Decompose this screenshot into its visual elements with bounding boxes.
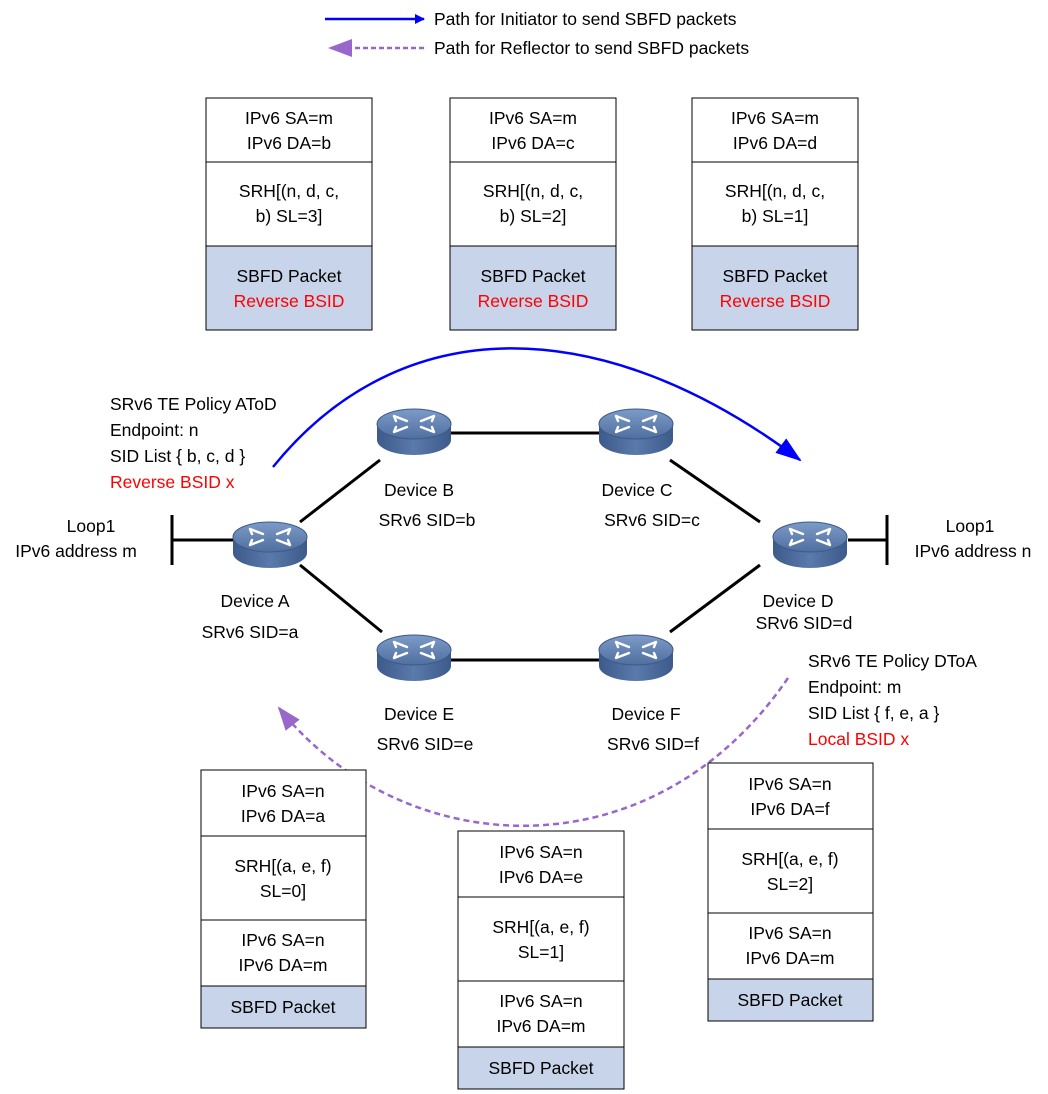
policy-bsid: Local BSID x bbox=[808, 729, 909, 749]
sbfd-packet-label: SBFD Packet bbox=[480, 266, 585, 286]
sbfd-packet-label: SBFD Packet bbox=[236, 266, 341, 286]
packet-destination-address: IPv6 DA=a bbox=[241, 806, 325, 826]
sbfd-packet-label: SBFD Packet bbox=[737, 990, 842, 1010]
device-e-sid: SRv6 SID=e bbox=[377, 734, 474, 754]
router-icon bbox=[375, 407, 453, 457]
device-f-sid: SRv6 SID=f bbox=[607, 734, 699, 754]
policy-atod: SRv6 TE Policy AToD Endpoint: n SID List… bbox=[110, 394, 277, 492]
packet-destination-address: IPv6 DA=e bbox=[499, 867, 583, 887]
router-icon bbox=[771, 520, 849, 570]
policy-endpoint: Endpoint: n bbox=[110, 420, 199, 440]
inner-source-address: IPv6 SA=n bbox=[748, 923, 831, 943]
bottom-packet-2: IPv6 SA=n IPv6 DA=e SRH[(a, e, f) SL=1] … bbox=[457, 830, 625, 1090]
srh-line-1: SRH[(n, d, c, bbox=[725, 181, 825, 201]
srh-line-2: SL=2] bbox=[767, 874, 813, 894]
srh-line-1: SRH[(n, d, c, bbox=[483, 181, 583, 201]
packet-source-address: IPv6 SA=n bbox=[241, 781, 324, 801]
router-icon bbox=[375, 633, 453, 683]
srh-line-2: SL=0] bbox=[260, 881, 306, 901]
device-c-sid: SRv6 SID=c bbox=[604, 510, 700, 530]
inner-destination-address: IPv6 DA=m bbox=[746, 948, 835, 968]
top-packet-3: IPv6 SA=m IPv6 DA=d SRH[(n, d, c, b) SL=… bbox=[691, 97, 859, 331]
device-e-name: Device E bbox=[384, 704, 454, 724]
inner-source-address: IPv6 SA=n bbox=[241, 930, 324, 950]
bottom-packet-3: IPv6 SA=n IPv6 DA=f SRH[(a, e, f) SL=2] … bbox=[707, 762, 874, 1022]
legend-reflector-label: Path for Reflector to send SBFD packets bbox=[434, 38, 749, 58]
policy-bsid: Reverse BSID x bbox=[110, 472, 235, 492]
policy-sid-list: SID List { b, c, d } bbox=[110, 446, 245, 466]
link-a-e bbox=[299, 563, 383, 634]
device-f-name: Device F bbox=[611, 704, 680, 724]
loopback-left-address: IPv6 address m bbox=[15, 541, 137, 561]
packet-destination-address: IPv6 DA=d bbox=[733, 133, 817, 153]
loopback-left-name: Loop1 bbox=[67, 516, 116, 536]
reflector-path-curve bbox=[277, 677, 790, 827]
sbfd-packet-label: SBFD Packet bbox=[722, 266, 827, 286]
packet-source-address: IPv6 SA=m bbox=[489, 108, 577, 128]
srh-line-1: SRH[(a, e, f) bbox=[741, 849, 838, 869]
sbfd-packet-label: SBFD Packet bbox=[488, 1058, 593, 1078]
srh-line-1: SRH[(a, e, f) bbox=[234, 856, 331, 876]
device-b-name: Device B bbox=[384, 480, 454, 500]
device-d-name: Device D bbox=[763, 591, 834, 611]
policy-endpoint: Endpoint: m bbox=[808, 677, 901, 697]
policy-dtoa: SRv6 TE Policy DToA Endpoint: m SID List… bbox=[808, 651, 977, 749]
policy-name: SRv6 TE Policy DToA bbox=[808, 651, 977, 671]
device-d-sid: SRv6 SID=d bbox=[756, 613, 853, 633]
srh-line-2: b) SL=2] bbox=[500, 206, 567, 226]
inner-source-address: IPv6 SA=n bbox=[499, 991, 582, 1011]
packet-source-address: IPv6 SA=m bbox=[731, 108, 819, 128]
srh-line-2: SL=1] bbox=[518, 942, 564, 962]
loopback-right-name: Loop1 bbox=[946, 516, 995, 536]
device-a-name: Device A bbox=[220, 591, 289, 611]
link-c-d bbox=[669, 458, 761, 524]
srh-line-2: b) SL=3] bbox=[256, 206, 323, 226]
policy-sid-list: SID List { f, e, a } bbox=[808, 703, 939, 723]
packet-destination-address: IPv6 DA=c bbox=[491, 133, 574, 153]
device-a-sid: SRv6 SID=a bbox=[202, 622, 299, 642]
bottom-packet-1: IPv6 SA=n IPv6 DA=a SRH[(a, e, f) SL=0] … bbox=[200, 769, 367, 1029]
inner-destination-address: IPv6 DA=m bbox=[239, 955, 328, 975]
link-f-d bbox=[669, 563, 761, 634]
policy-name: SRv6 TE Policy AToD bbox=[110, 394, 277, 414]
inner-destination-address: IPv6 DA=m bbox=[497, 1016, 586, 1036]
legend-initiator-label: Path for Initiator to send SBFD packets bbox=[434, 9, 737, 29]
device-b-sid: SRv6 SID=b bbox=[379, 510, 476, 530]
top-packet-1: IPv6 SA=m IPv6 DA=b SRH[(n, d, c, b) SL=… bbox=[205, 97, 373, 331]
loopback-right-address: IPv6 address n bbox=[915, 541, 1032, 561]
srh-line-1: SRH[(n, d, c, bbox=[239, 181, 339, 201]
router-icon bbox=[231, 520, 309, 570]
packet-destination-address: IPv6 DA=f bbox=[750, 799, 829, 819]
router-icon bbox=[597, 633, 675, 683]
top-packet-2: IPv6 SA=m IPv6 DA=c SRH[(n, d, c, b) SL=… bbox=[449, 97, 617, 331]
initiator-path-curve bbox=[272, 347, 802, 468]
srh-line-1: SRH[(a, e, f) bbox=[492, 917, 589, 937]
srh-line-2: b) SL=1] bbox=[742, 206, 809, 226]
packet-destination-address: IPv6 DA=b bbox=[247, 133, 331, 153]
packet-source-address: IPv6 SA=n bbox=[748, 774, 831, 794]
network-links bbox=[172, 431, 887, 662]
sbfd-packet-label: SBFD Packet bbox=[230, 997, 335, 1017]
legend: Path for Initiator to send SBFD packets … bbox=[325, 9, 749, 58]
reverse-bsid-label: Reverse BSID bbox=[234, 291, 345, 311]
packet-source-address: IPv6 SA=n bbox=[499, 842, 582, 862]
router-icon bbox=[597, 407, 675, 457]
packet-source-address: IPv6 SA=m bbox=[245, 108, 333, 128]
link-a-b bbox=[299, 458, 381, 524]
reverse-bsid-label: Reverse BSID bbox=[478, 291, 589, 311]
reverse-bsid-label: Reverse BSID bbox=[720, 291, 831, 311]
device-c-name: Device C bbox=[602, 480, 673, 500]
